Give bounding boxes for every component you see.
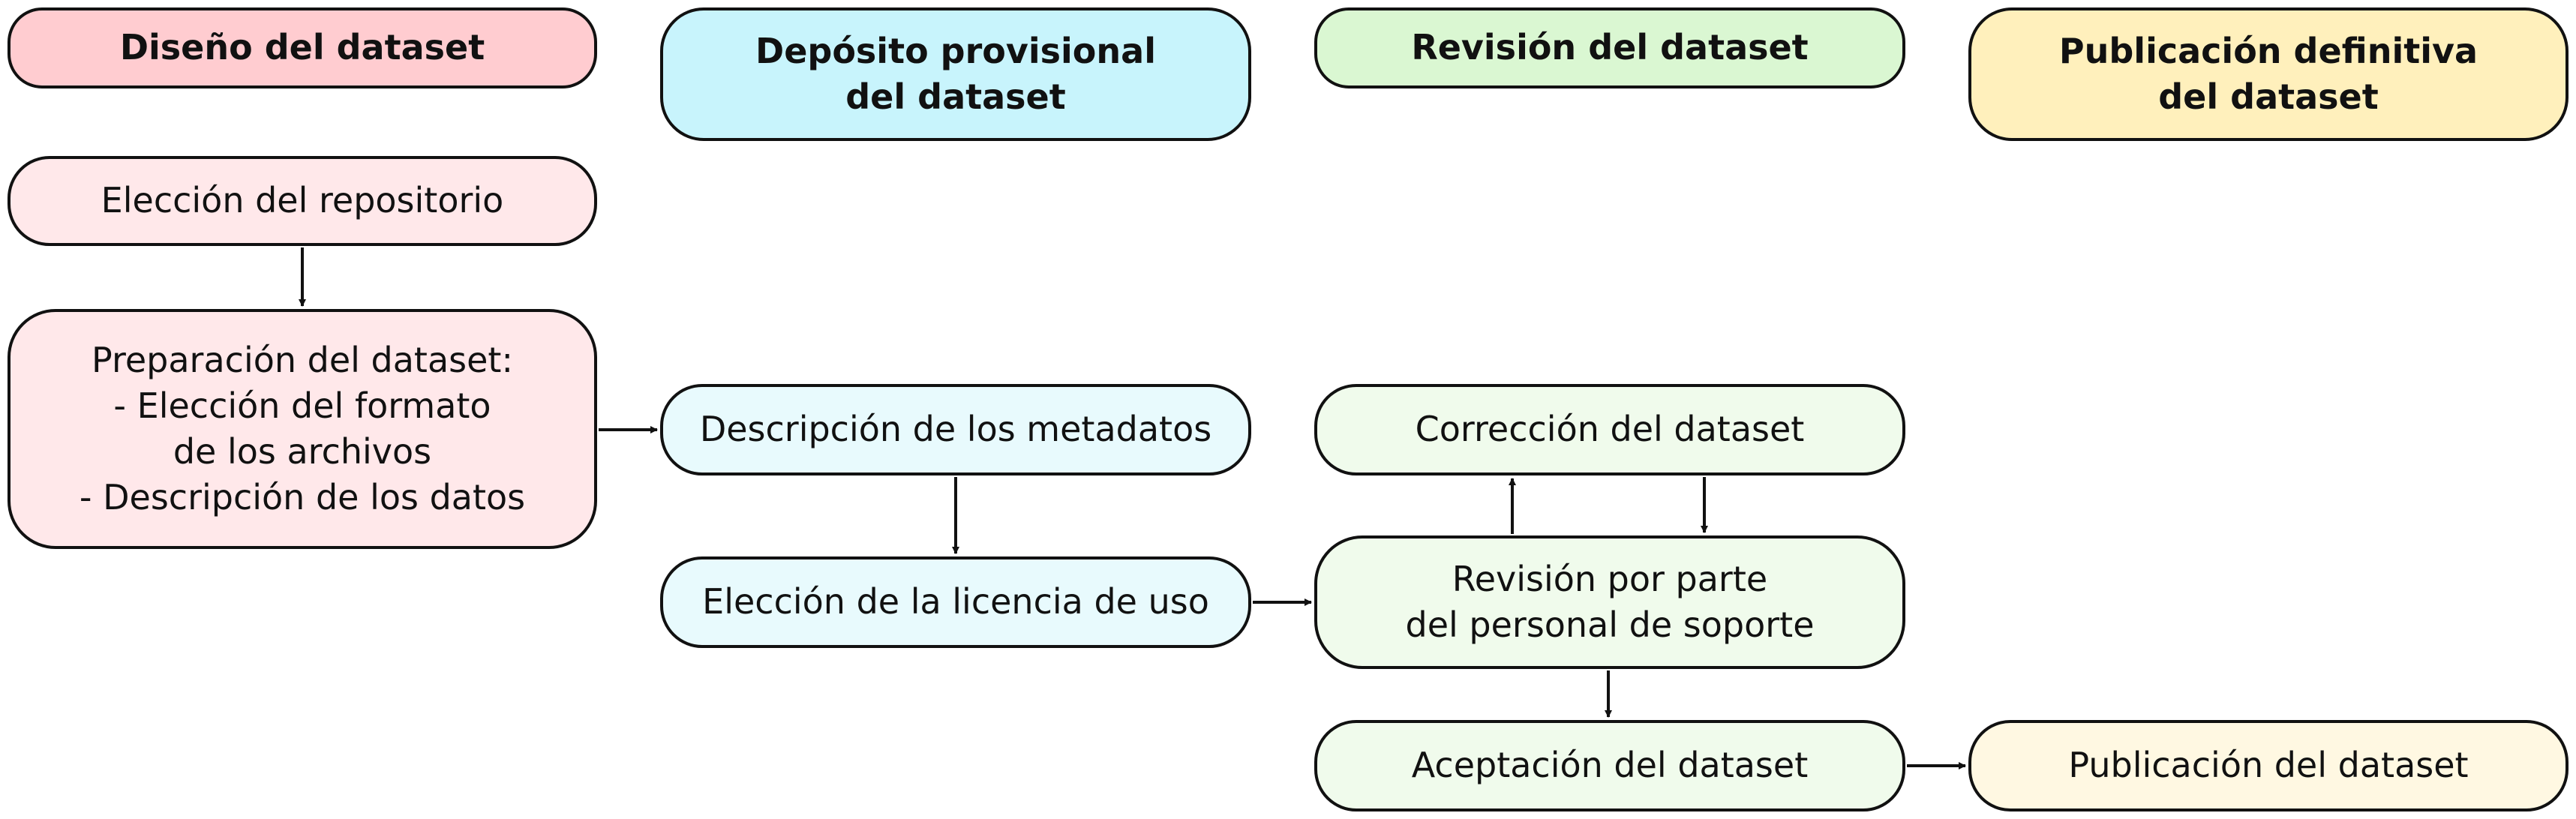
review-phase-header: Revisión del dataset: [1314, 8, 1905, 88]
repository-choice-step: Elección del repositorio: [8, 156, 597, 246]
dataset-publication-step: Publicación del dataset: [1968, 720, 2568, 812]
dataset-correction-step: Corrección del dataset: [1314, 384, 1905, 476]
design-phase-header: Diseño del dataset: [8, 8, 597, 88]
license-choice-step: Elección de la licencia de uso: [660, 556, 1251, 648]
dataset-preparation-step: Preparación del dataset: - Elección del …: [8, 309, 597, 549]
dataset-acceptance-step: Aceptación del dataset: [1314, 720, 1905, 812]
support-staff-review-step: Revisión por parte del personal de sopor…: [1314, 536, 1905, 669]
deposit-phase-header: Depósito provisional del dataset: [660, 8, 1251, 141]
metadata-description-step: Descripción de los metadatos: [660, 384, 1251, 476]
publication-phase-header: Publicación definitiva del dataset: [1968, 8, 2568, 141]
